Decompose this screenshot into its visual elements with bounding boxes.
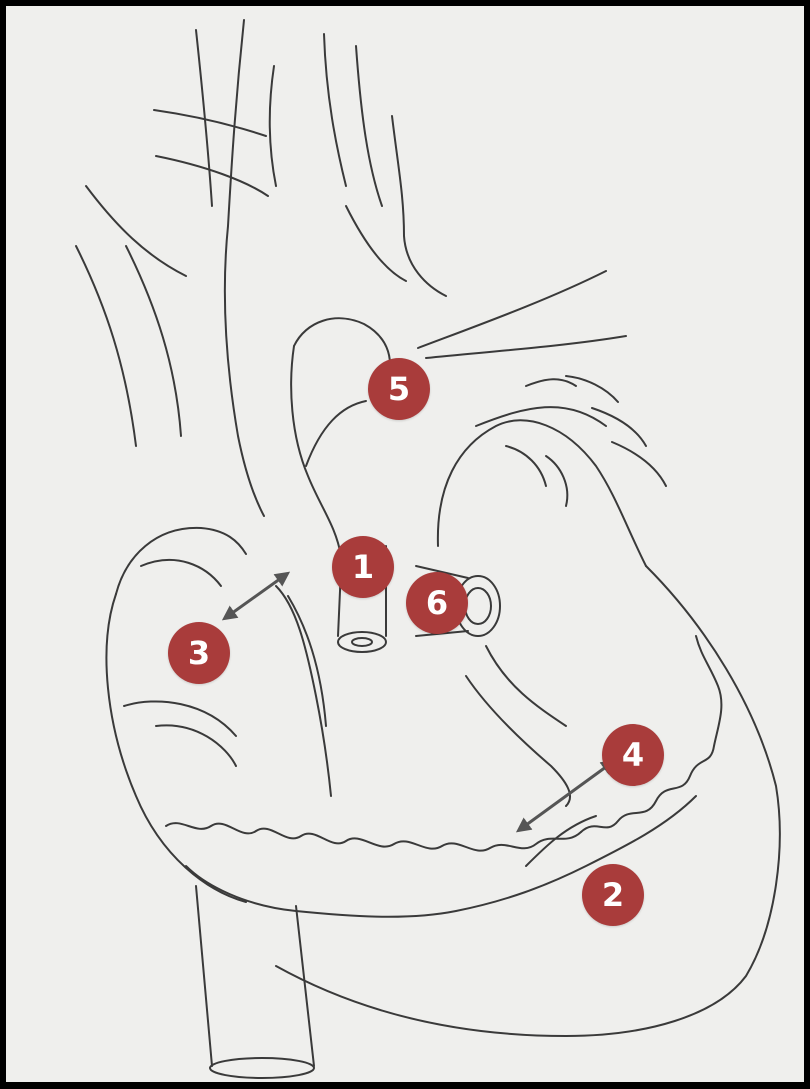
marker-4: 4 xyxy=(602,724,664,786)
marker-6: 6 xyxy=(406,572,468,634)
arrow-4 xyxy=(522,764,610,828)
marker-5: 5 xyxy=(368,358,430,420)
heart-right-outline xyxy=(276,566,780,1036)
marker-2: 2 xyxy=(582,864,644,926)
aorta-outline xyxy=(225,20,264,516)
marker-1: 1 xyxy=(332,536,394,598)
ventricle-wall xyxy=(166,823,581,851)
marker-3: 3 xyxy=(168,622,230,684)
inferior-vessel xyxy=(196,886,212,1066)
heart-line-drawing xyxy=(6,6,804,1082)
arrow-3 xyxy=(228,576,284,616)
illustration-frame: 1 2 3 4 5 6 xyxy=(6,6,804,1082)
